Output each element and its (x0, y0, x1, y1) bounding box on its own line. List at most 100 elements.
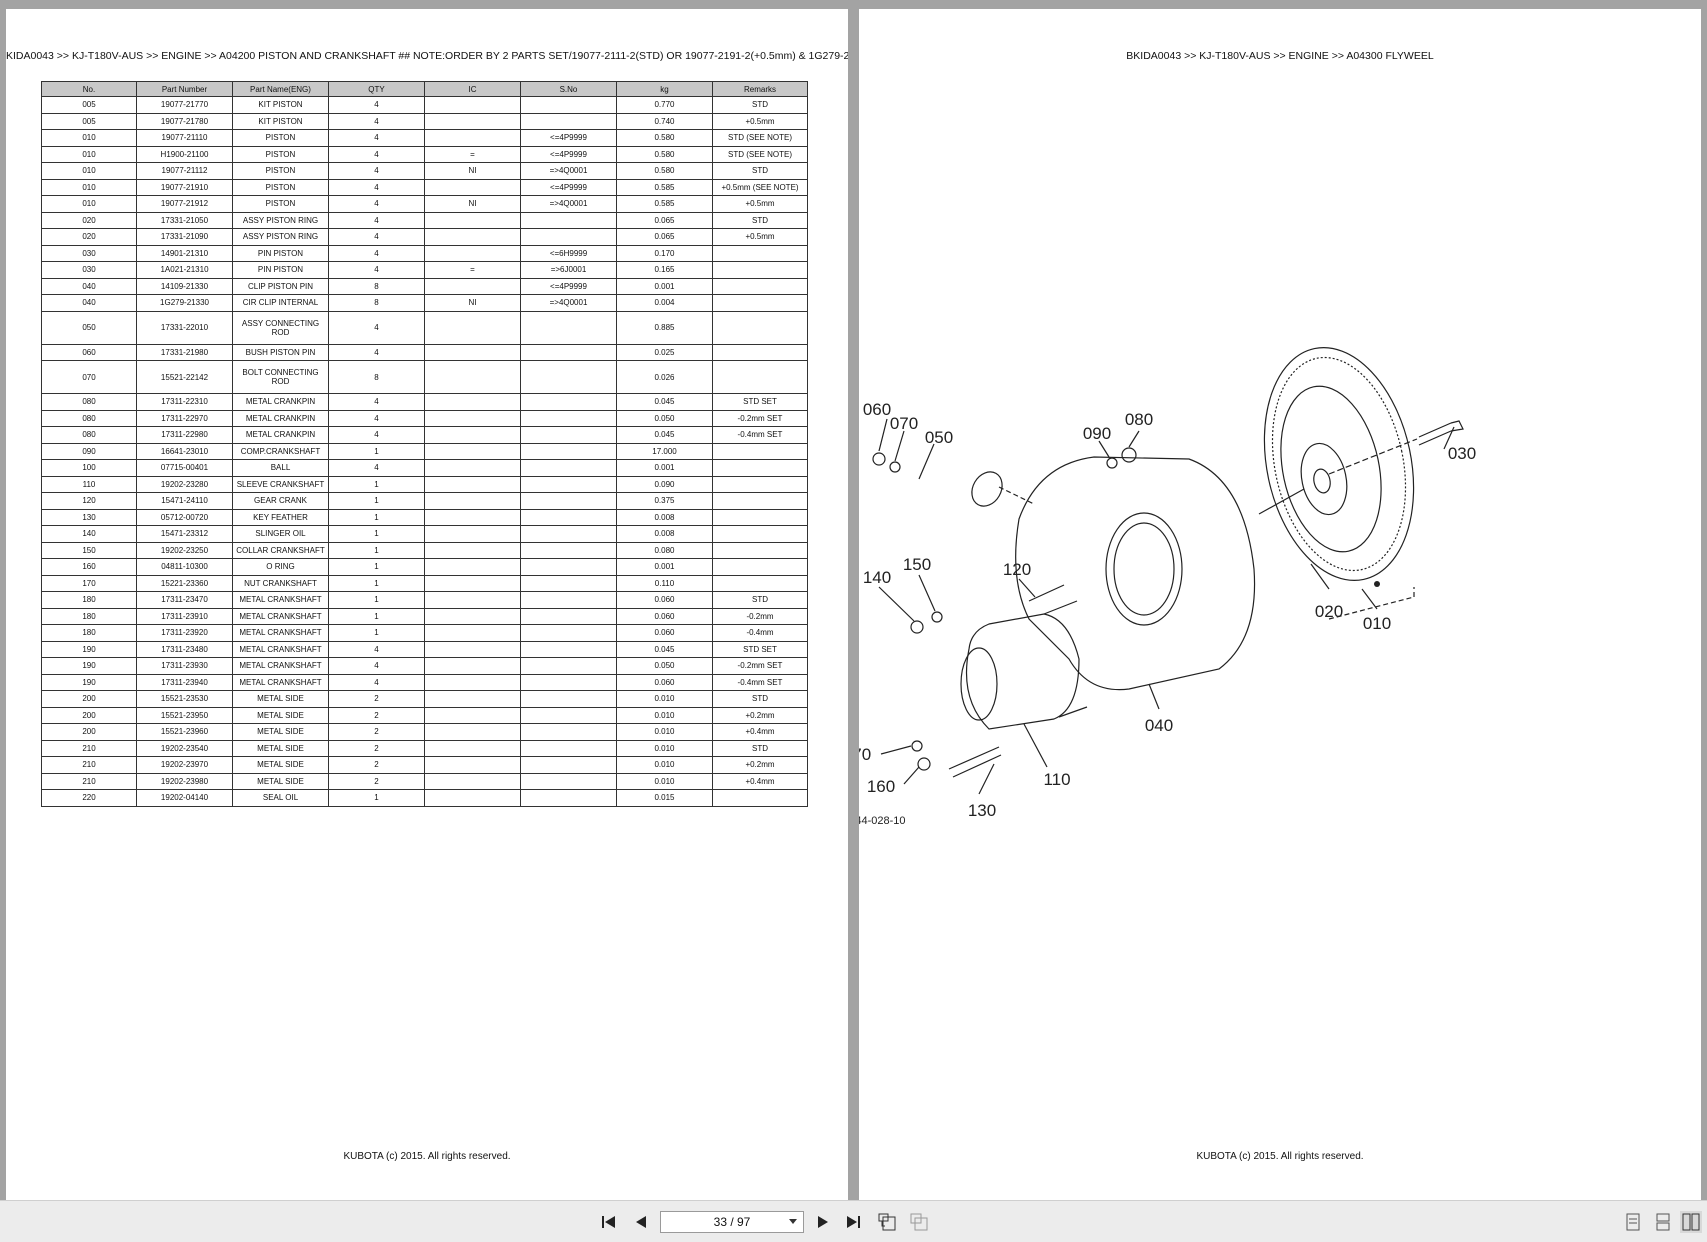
cell-serial-no (520, 525, 617, 543)
cell-no: 100 (41, 459, 137, 477)
cell-qty: 1 (328, 591, 425, 609)
cell-remarks: -0.2mm SET (712, 657, 808, 675)
cell-part-number: 17311-23940 (136, 673, 233, 691)
cell-weight: 0.170 (616, 244, 713, 262)
cell-ic (424, 591, 521, 609)
cell-no: 010 (41, 195, 137, 213)
cell-ic (424, 657, 521, 675)
first-page-icon[interactable] (598, 1211, 620, 1233)
flywheel-housing (1015, 456, 1256, 691)
cell-no: 010 (41, 178, 137, 196)
cell-qty: 2 (328, 690, 425, 708)
cell-part-name: O RING (232, 558, 329, 576)
cell-ic (424, 706, 521, 724)
callout-160: 160 (867, 777, 895, 796)
bolt-130 (948, 746, 1002, 778)
cell-weight: 0.060 (616, 607, 713, 625)
cell-part-name: METAL CRANKSHAFT (232, 591, 329, 609)
callout-050: 050 (925, 428, 953, 447)
flywheel-bore (1313, 468, 1331, 494)
last-page-icon[interactable] (842, 1211, 864, 1233)
drawing-number: 16444-028-10 (859, 815, 906, 827)
cell-ic (424, 244, 521, 262)
cell-weight: 0.060 (616, 591, 713, 609)
starter-motor (966, 613, 1080, 730)
cell-no: 080 (41, 393, 137, 411)
cell-no: 005 (41, 96, 137, 114)
cell-serial-no (520, 673, 617, 691)
cell-weight: 0.585 (616, 195, 713, 213)
cell-part-name: CLIP PISTON PIN (232, 277, 329, 295)
cell-serial-no: <=4P9999 (520, 277, 617, 295)
cell-part-name: PISTON (232, 195, 329, 213)
next-page-icon[interactable] (812, 1211, 834, 1233)
cell-ic (424, 772, 521, 790)
cell-remarks (712, 558, 808, 576)
previous-page-icon[interactable] (630, 1211, 652, 1233)
cell-part-number: 19202-23280 (136, 475, 233, 493)
cell-serial-no (520, 426, 617, 444)
cell-no: 180 (41, 624, 137, 642)
cell-ic (424, 310, 521, 345)
cell-serial-no (520, 508, 617, 526)
cell-ic (424, 112, 521, 130)
cell-qty: 2 (328, 772, 425, 790)
cell-part-name: METAL CRANKSHAFT (232, 673, 329, 691)
cell-part-name: METAL CRANKPIN (232, 426, 329, 444)
cell-weight: 0.585 (616, 178, 713, 196)
cell-qty: 1 (328, 624, 425, 642)
nut-140 (910, 620, 924, 634)
right-page: BKIDA0043 >> KJ-T180V-AUS >> ENGINE >> A… (859, 9, 1701, 1200)
cell-serial-no (520, 756, 617, 774)
chevron-down-icon[interactable] (789, 1219, 797, 1224)
cell-ic (424, 574, 521, 592)
cell-serial-no (520, 228, 617, 246)
two-page-view-icon[interactable] (1680, 1211, 1702, 1233)
cell-ic (424, 343, 521, 361)
cell-part-number: 19202-23540 (136, 739, 233, 757)
cell-ic (424, 673, 521, 691)
cell-serial-no (520, 706, 617, 724)
cell-qty: 1 (328, 442, 425, 460)
copy-icon[interactable] (908, 1211, 930, 1233)
cell-part-name: PIN PISTON (232, 261, 329, 279)
callout-110: 110 (1043, 770, 1070, 789)
cell-serial-no: =>4Q0001 (520, 294, 617, 312)
cell-serial-no (520, 409, 617, 427)
cell-ic (424, 409, 521, 427)
callout-030: 030 (1448, 444, 1476, 463)
cell-part-name: KEY FEATHER (232, 508, 329, 526)
cell-remarks: +0.5mm (712, 228, 808, 246)
cell-qty: 4 (328, 393, 425, 411)
viewer-toolbar: 33 / 97 (0, 1200, 1707, 1242)
rotate-icon[interactable] (876, 1211, 898, 1233)
cell-part-number: 19077-21910 (136, 178, 233, 196)
cell-remarks (712, 459, 808, 477)
cell-ic (424, 508, 521, 526)
cell-no: 200 (41, 723, 137, 741)
cell-remarks (712, 525, 808, 543)
cell-part-name: COLLAR CRANKSHAFT (232, 541, 329, 559)
cell-part-number: 19077-21112 (136, 162, 233, 180)
cell-no: 140 (41, 525, 137, 543)
cell-ic (424, 277, 521, 295)
cell-part-number: 15521-23950 (136, 706, 233, 724)
cell-no: 010 (41, 162, 137, 180)
cell-weight: 0.026 (616, 360, 713, 394)
cell-weight: 0.010 (616, 756, 713, 774)
cell-serial-no (520, 772, 617, 790)
cell-part-name: KIT PISTON (232, 96, 329, 114)
callout-020: 020 (1315, 602, 1343, 621)
cell-weight: 0.008 (616, 508, 713, 526)
page-number-input[interactable]: 33 / 97 (660, 1211, 804, 1233)
cell-remarks: -0.4mm SET (712, 426, 808, 444)
cell-no: 210 (41, 739, 137, 757)
continuous-view-icon[interactable] (1652, 1211, 1674, 1233)
single-page-view-icon[interactable] (1622, 1211, 1644, 1233)
